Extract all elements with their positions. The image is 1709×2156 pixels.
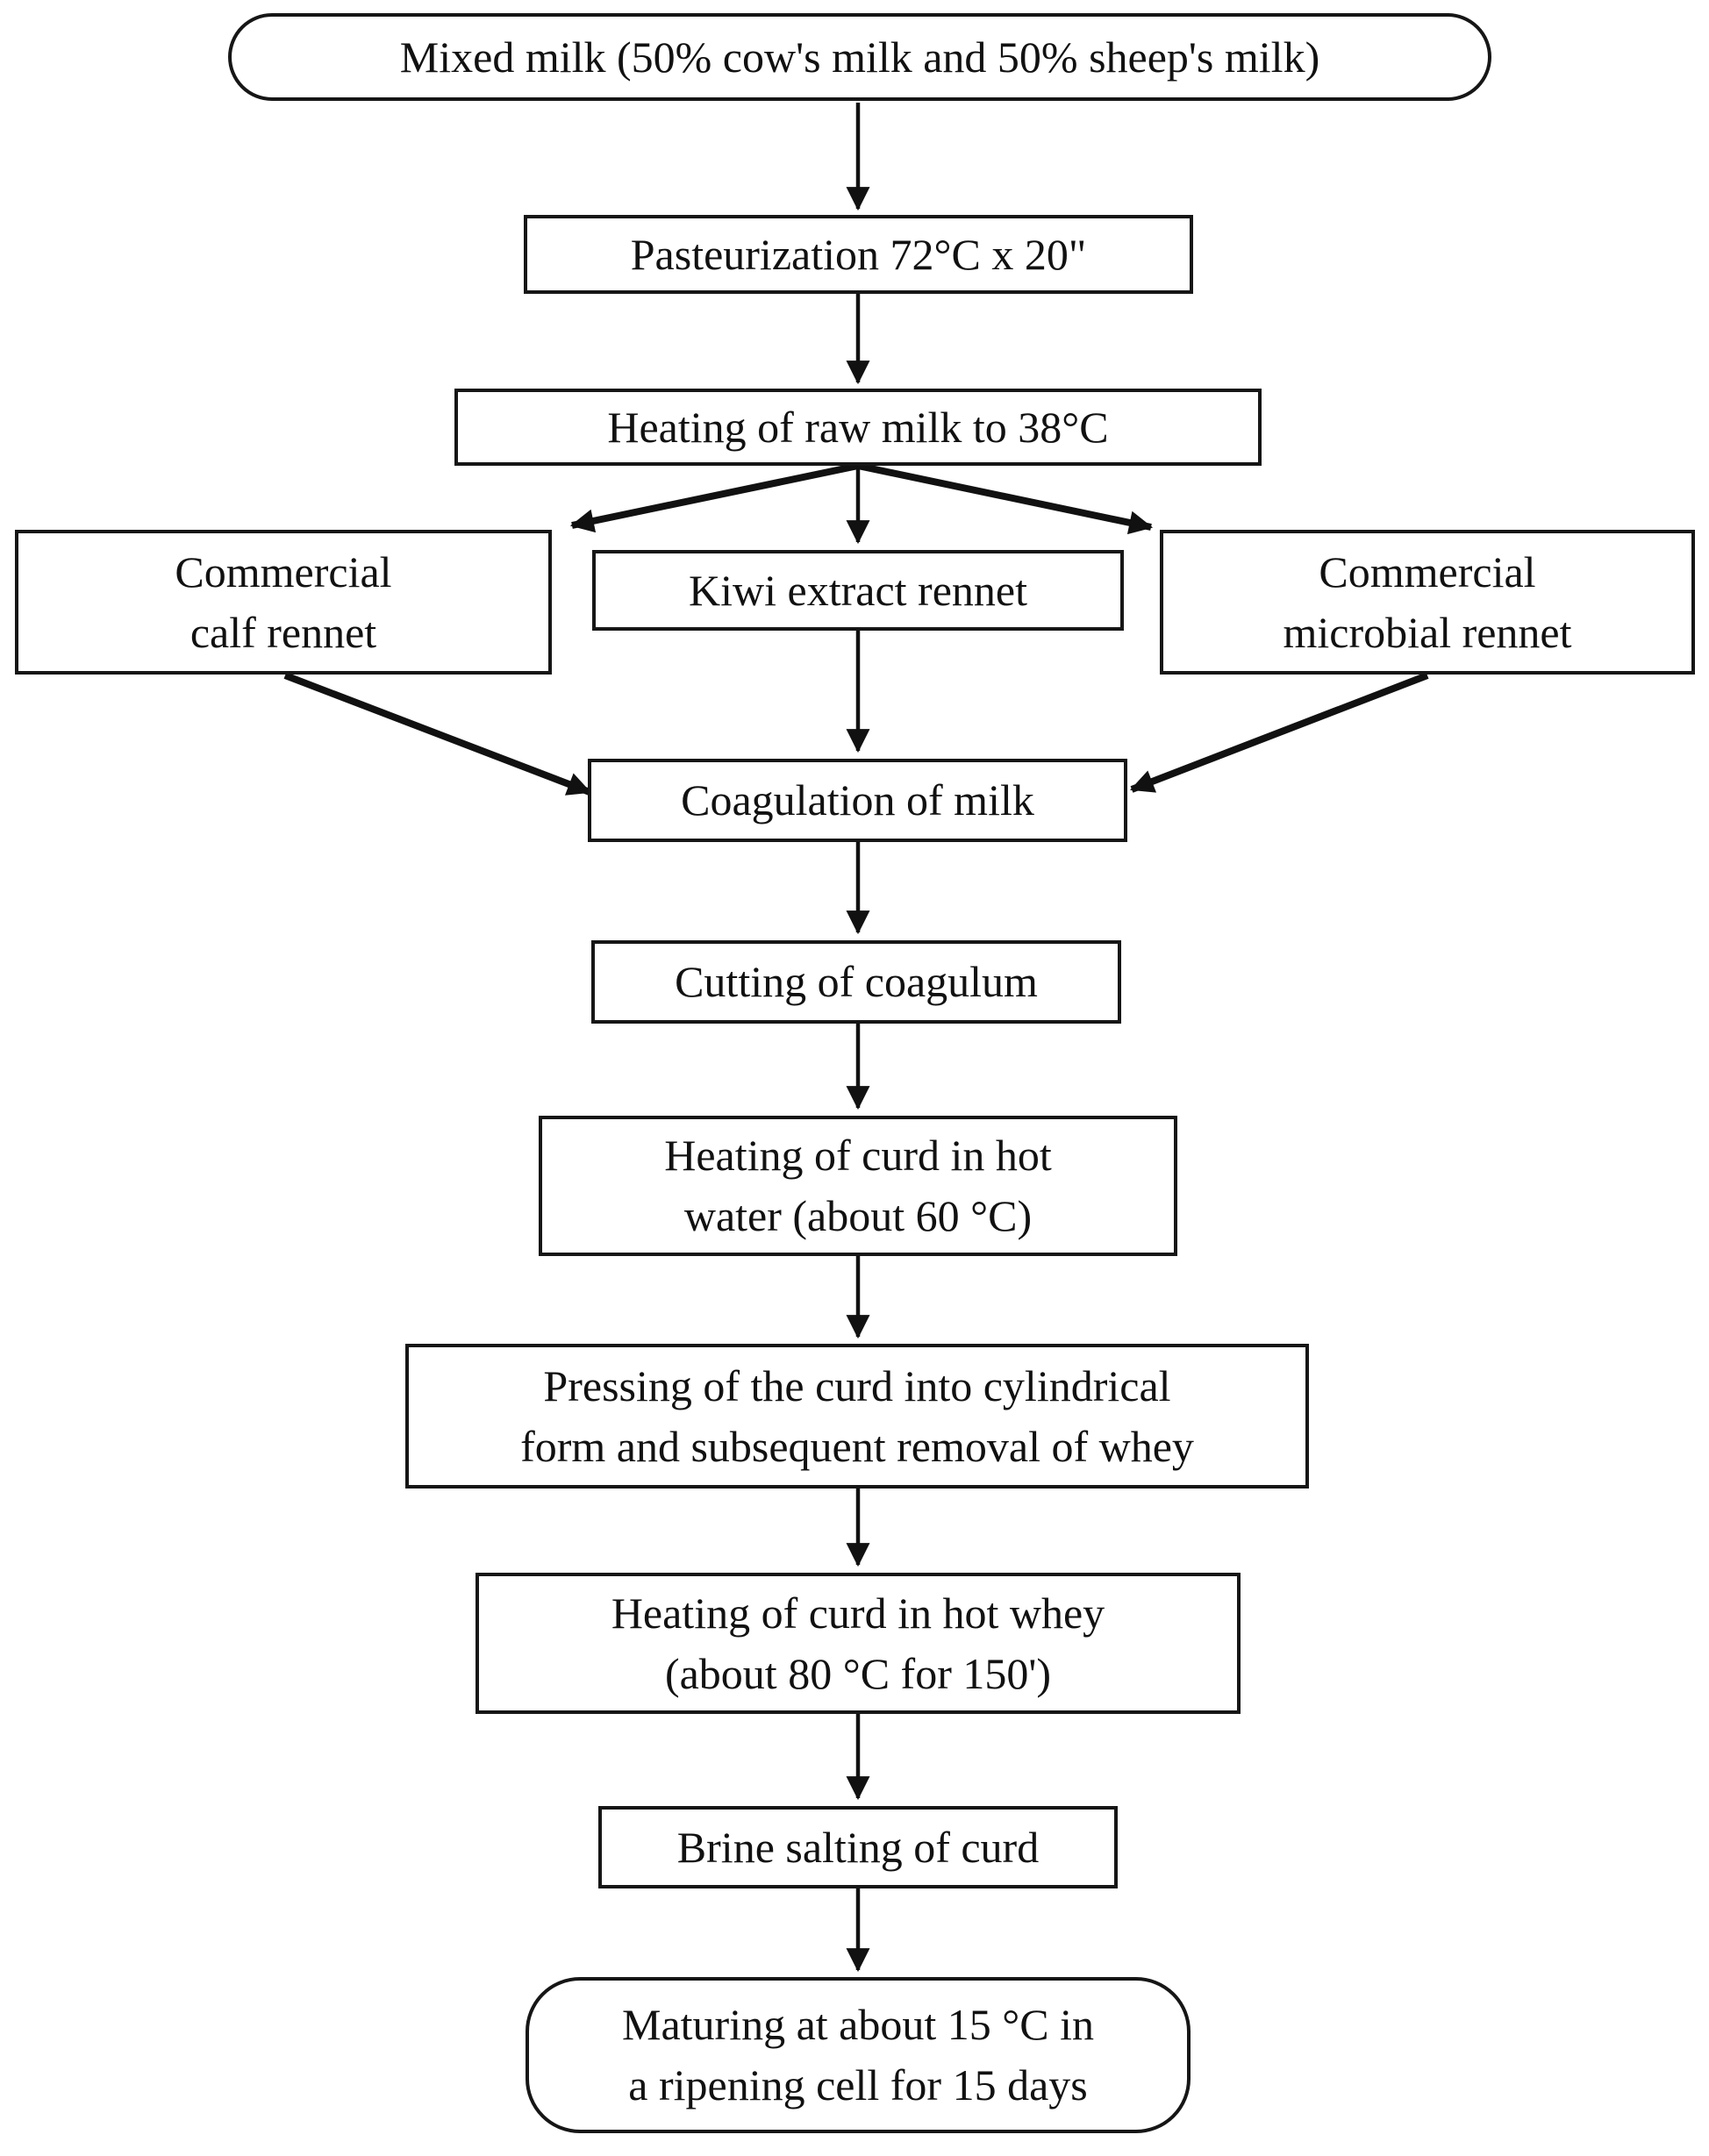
node-kiwi-extract-rennet: Kiwi extract rennet — [592, 550, 1124, 631]
node-kiwi-extract-rennet-label: Kiwi extract rennet — [689, 565, 1027, 615]
node-cutting-coagulum-label: Cutting of coagulum — [675, 957, 1038, 1006]
node-brine-salting-label: Brine salting of curd — [676, 1822, 1040, 1872]
node-coagulation-label: Coagulation of milk — [681, 775, 1034, 825]
node-coagulation: Coagulation of milk — [588, 759, 1127, 842]
arrow-calf-rennet-to-coagulation — [283, 672, 592, 796]
node-heating-curd-hot-whey-label: Heating of curd in hot whey (about 80 °C… — [611, 1588, 1105, 1698]
arrow-heating-raw-to-calf-rennet — [569, 462, 859, 533]
node-pasteurization-label: Pasteurization 72°C x 20" — [630, 229, 1087, 279]
node-commercial-calf-rennet: Commercial calf rennet — [15, 530, 552, 675]
node-heating-raw-milk-label: Heating of raw milk to 38°C — [607, 402, 1109, 452]
node-brine-salting: Brine salting of curd — [598, 1806, 1118, 1888]
node-heating-curd-hot-water-label: Heating of curd in hot water (about 60 °… — [664, 1131, 1052, 1240]
node-pressing-curd: Pressing of the curd into cylindrical fo… — [405, 1344, 1309, 1488]
node-pressing-curd-label: Pressing of the curd into cylindrical fo… — [520, 1360, 1194, 1471]
node-mixed-milk: Mixed milk (50% cow's milk and 50% sheep… — [228, 13, 1491, 101]
arrow-microbial-rennet-to-coagulation — [1129, 672, 1429, 793]
node-mixed-milk-label: Mixed milk (50% cow's milk and 50% sheep… — [399, 32, 1320, 82]
node-commercial-microbial-rennet: Commercial microbial rennet — [1160, 530, 1695, 675]
node-heating-curd-hot-water: Heating of curd in hot water (about 60 °… — [539, 1116, 1177, 1256]
node-maturing: Maturing at about 15 °C in a ripening ce… — [526, 1977, 1191, 2133]
node-pasteurization: Pasteurization 72°C x 20" — [524, 215, 1193, 294]
node-commercial-microbial-rennet-label: Commercial microbial rennet — [1283, 546, 1572, 657]
node-cutting-coagulum: Cutting of coagulum — [591, 940, 1121, 1024]
arrow-heating-raw-to-microbial-rennet — [857, 462, 1154, 535]
node-heating-raw-milk: Heating of raw milk to 38°C — [454, 389, 1262, 466]
node-heating-curd-hot-whey: Heating of curd in hot whey (about 80 °C… — [476, 1573, 1241, 1714]
node-commercial-calf-rennet-label: Commercial calf rennet — [175, 546, 392, 657]
node-maturing-label: Maturing at about 15 °C in a ripening ce… — [622, 2000, 1094, 2110]
